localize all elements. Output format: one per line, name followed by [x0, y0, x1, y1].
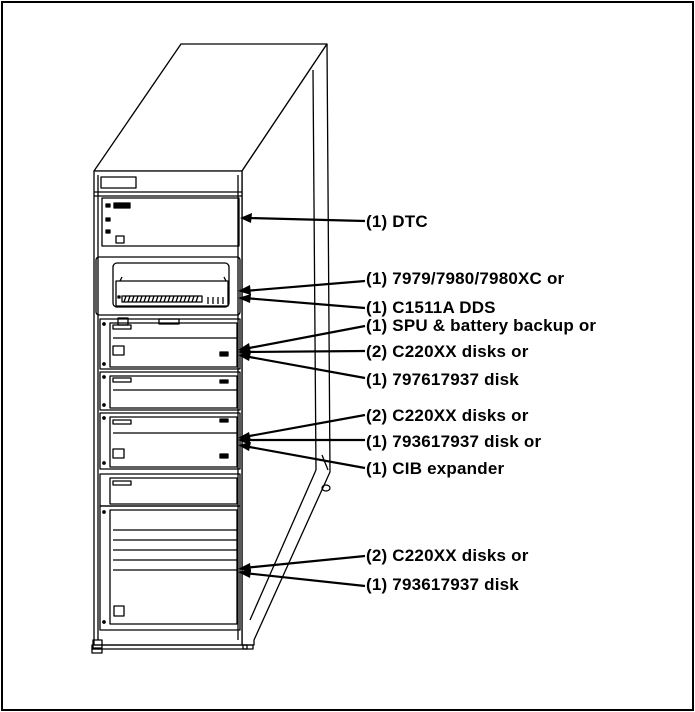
- arrow-disks-1: [243, 349, 366, 354]
- label-disk-793-b: (1) 793617937 disk: [366, 575, 519, 594]
- label-dds-drive: (1) C1511A DDS: [366, 298, 496, 317]
- arrow-dds: [243, 296, 366, 310]
- label-disk-797: (1) 797617937 disk: [366, 370, 519, 389]
- arrow-disks-2: [243, 413, 366, 439]
- label-disks-2: (2) C220XX disks or: [366, 406, 529, 425]
- arrow-cib: [243, 444, 366, 470]
- arrow-heads: [238, 213, 252, 578]
- label-disks-3: (2) C220XX disks or: [366, 546, 529, 565]
- dtc-unit: [101, 197, 240, 247]
- spu-unit: [99, 318, 241, 370]
- arrow-793-b: [243, 571, 366, 588]
- arrow-dtc: [247, 216, 366, 223]
- disk-unit-793-a: [99, 412, 241, 470]
- label-disks-1: (2) C220XX disks or: [366, 342, 529, 361]
- label-spu: (1) SPU & battery backup or: [366, 316, 597, 335]
- cabinet-feet: [91, 484, 331, 654]
- label-dtc: (1) DTC: [366, 212, 428, 231]
- label-disk-793-a: (1) 793617937 disk or: [366, 432, 542, 451]
- arrow-797: [243, 354, 366, 380]
- callout-arrows: [243, 216, 366, 588]
- arrow-spu: [243, 324, 366, 351]
- tape-drive-unit: [95, 256, 241, 326]
- label-tape-drive: (1) 7979/7980/7980XC or: [366, 269, 565, 288]
- arrow-disks-3: [243, 554, 366, 570]
- disk-unit-797: [99, 371, 241, 411]
- arrow-tape: [243, 279, 366, 293]
- label-cib: (1) CIB expander: [366, 459, 505, 478]
